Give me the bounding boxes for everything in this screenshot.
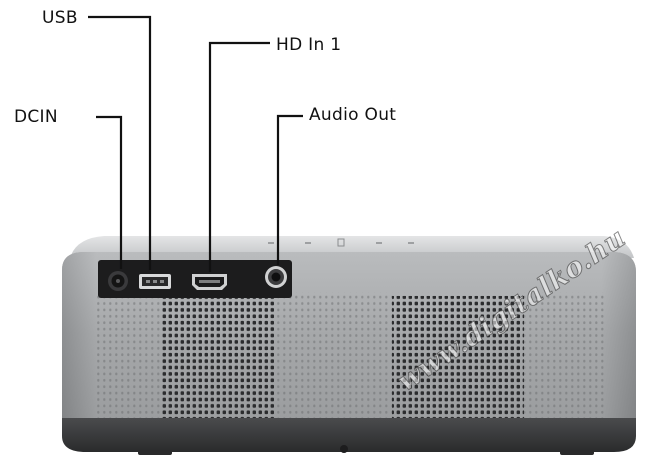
leader-line-audio <box>276 114 303 265</box>
leader-line-hdmi <box>208 41 270 272</box>
leader-line-dcin <box>96 115 123 269</box>
hdmi-port <box>192 274 227 290</box>
audio-out-port <box>265 266 287 288</box>
audio-out-label: Audio Out <box>309 105 397 125</box>
usb-label: USB <box>42 8 78 28</box>
port-panel <box>98 260 292 298</box>
speaker-grill-right <box>392 296 524 418</box>
hdmi-label: HD In 1 <box>276 35 342 55</box>
leader-line-usb <box>88 15 152 270</box>
projector-base <box>62 418 636 455</box>
speaker-grill-left <box>160 296 276 418</box>
dcin-label: DCIN <box>14 107 58 127</box>
usb-port <box>139 274 171 289</box>
dcin-port <box>108 271 128 291</box>
callout-leader-lines <box>88 15 303 272</box>
